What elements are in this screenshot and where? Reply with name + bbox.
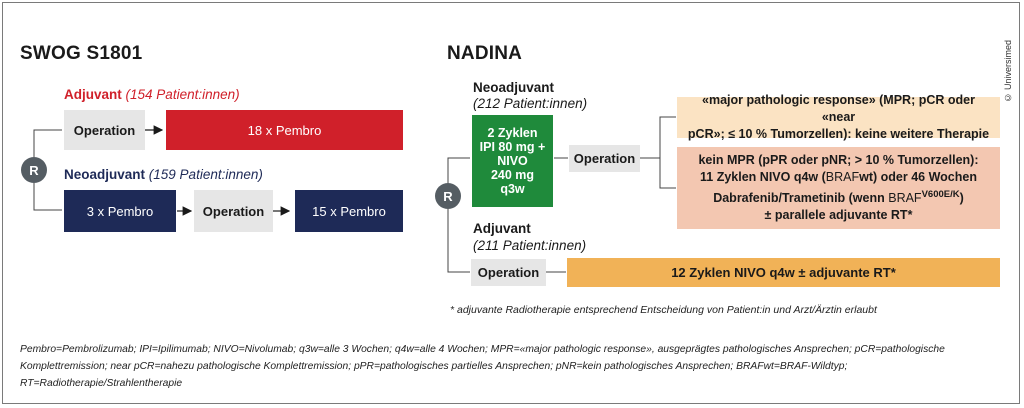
swog-adjuvant-count: (154 Patient:innen): [125, 87, 240, 102]
nadina-branch-top: [447, 157, 470, 183]
nadina-neo-treatment-line: 2 Zyklen: [487, 126, 538, 140]
nadina-title: NADINA: [447, 43, 523, 64]
nadina-no-mpr-text: Dabrafenib/Trametinib (wenn: [713, 191, 889, 206]
nadina-neoadjuvant-count-wrap: (212 Patient:innen): [473, 96, 587, 111]
nadina-op-to-nompr: [659, 158, 676, 189]
nadina-neo-treatment-line: IPI 80 mg +: [479, 140, 546, 154]
footnote: * adjuvante Radiotherapie entsprechend E…: [450, 304, 877, 316]
swog-title: SWOG S1801: [20, 43, 143, 64]
nadina-mpr-line: «major pathologic response» (MPR; pCR od…: [702, 93, 975, 124]
swog-neoadjuvant-count: (159 Patient:innen): [148, 167, 263, 182]
swog-adjuvant-pembro-box: 18 x Pembro: [166, 110, 403, 150]
nadina-no-mpr-text: wt) oder 46 Wochen: [859, 169, 977, 184]
nadina-no-mpr-text: 11 Zyklen NIVO q4w (: [700, 169, 826, 184]
nadina-no-mpr-text: ): [959, 191, 964, 206]
nadina-no-mpr-braf: BRAF: [825, 169, 860, 184]
nadina-randomization-badge: R: [435, 183, 461, 209]
nadina-no-mpr-box: kein MPR (pPR oder pNR; > 10 % Tumorzell…: [677, 147, 1000, 229]
nadina-no-mpr-braf: BRAF: [888, 191, 922, 206]
swog-adjuvant-label: Adjuvant (154 Patient:innen): [64, 87, 240, 102]
swog-branch-top: [33, 129, 62, 157]
nadina-no-mpr-line: Dabrafenib/Trametinib (wenn BRAFV600E/K): [713, 186, 964, 207]
figure-frame: [2, 2, 1020, 404]
nadina-neoadjuvant-count: (212 Patient:innen): [473, 96, 588, 111]
swog-branch-bottom: [33, 183, 62, 211]
swog-neo-pembro-pre-box: 3 x Pembro: [64, 190, 176, 232]
nadina-neo-treatment-box: 2 Zyklen IPI 80 mg + NIVO 240 mg q3w: [472, 115, 553, 207]
nadina-adj-operation-box: Operation: [471, 259, 546, 286]
nadina-neo-treatment-line: NIVO: [497, 154, 528, 168]
abbreviations: Pembro=Pembrolizumab; IPI=Ipilimumab; NI…: [20, 344, 945, 389]
swog-neo-pembro-post-box: 15 x Pembro: [295, 190, 403, 232]
nadina-no-mpr-line: 11 Zyklen NIVO q4w (BRAFwt) oder 46 Woch…: [700, 169, 977, 186]
swog-neoadjuvant-label: Neoadjuvant (159 Patient:innen): [64, 167, 263, 182]
nadina-branch-bottom: [447, 209, 470, 273]
nadina-neo-operation-box: Operation: [569, 145, 640, 172]
nadina-no-mpr-line: ± parallele adjuvante RT*: [764, 208, 913, 223]
nadina-adjuvant-count: (211 Patient:innen): [473, 238, 587, 253]
swog-neo-operation-box: Operation: [194, 190, 273, 232]
nadina-mpr-line: pCR»; ≤ 10 % Tumorzellen): keine weitere…: [687, 127, 990, 141]
nadina-no-mpr-mutation: V600E/K: [921, 188, 960, 200]
nadina-adjuvant-label: Adjuvant: [473, 221, 531, 236]
copyright: © Universimed: [1003, 40, 1013, 103]
swog-adjuvant-operation-box: Operation: [64, 110, 145, 150]
nadina-adj-treatment-box: 12 Zyklen NIVO q4w ± adjuvante RT*: [567, 258, 1000, 287]
nadina-adjuvant-count-wrap: (211 Patient:innen): [473, 238, 586, 253]
nadina-op-to-mpr: [640, 116, 676, 159]
nadina-neo-treatment-line: q3w: [500, 182, 525, 196]
nadina-mpr-box: «major pathologic response» (MPR; pCR od…: [677, 93, 1000, 141]
nadina-neo-treatment-line: 240 mg: [490, 168, 535, 182]
swog-neoadjuvant-label-text: Neoadjuvant: [64, 167, 146, 182]
nadina-neoadjuvant-label: Neoadjuvant: [473, 80, 555, 95]
swog-adjuvant-label-text: Adjuvant: [64, 87, 122, 102]
swog-randomization-badge: R: [21, 157, 47, 183]
nadina-no-mpr-line: kein MPR (pPR oder pNR; > 10 % Tumorzell…: [698, 152, 979, 167]
